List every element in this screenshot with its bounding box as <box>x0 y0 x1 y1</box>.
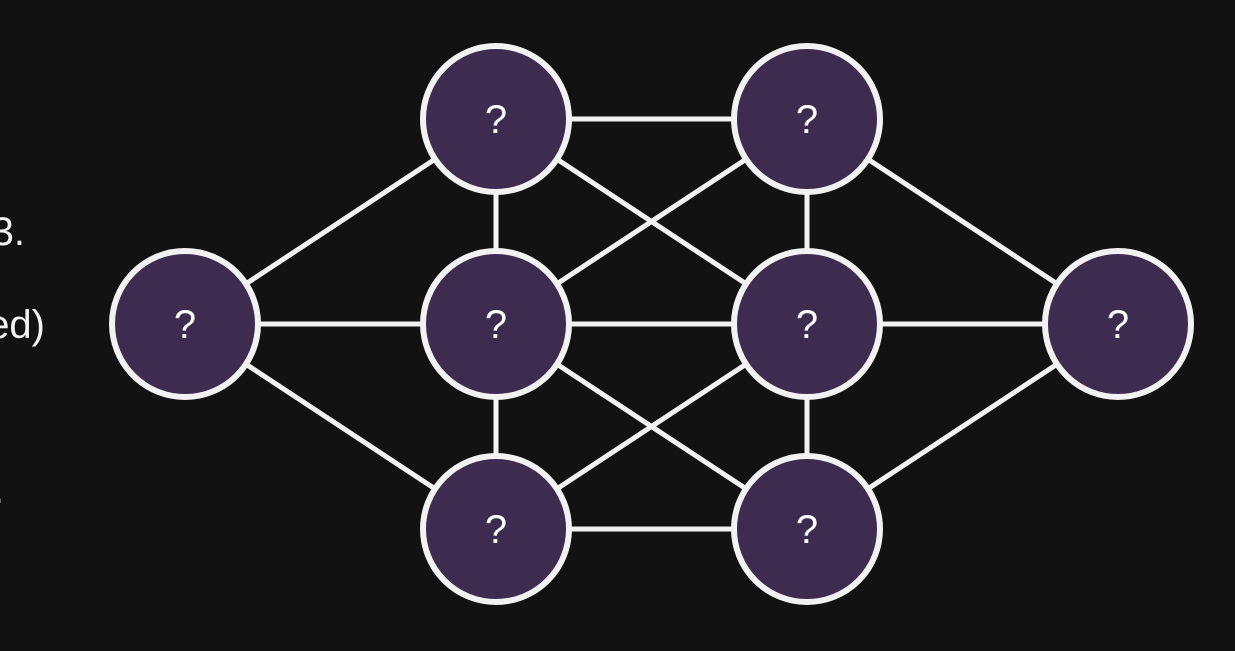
node-circle <box>731 43 883 195</box>
node-n7: ? <box>1042 248 1194 400</box>
node-circle <box>420 248 572 400</box>
node-circle <box>731 453 883 605</box>
node-label: ? <box>796 303 818 347</box>
node-circle <box>109 248 261 400</box>
node-label: ? <box>485 98 507 142</box>
node-n3: ? <box>420 453 572 605</box>
node-n4: ? <box>731 43 883 195</box>
node-label: ? <box>1107 303 1129 347</box>
node-n6: ? <box>731 453 883 605</box>
node-n5: ? <box>731 248 883 400</box>
node-label: ? <box>796 508 818 552</box>
edges-layer <box>183 116 1120 532</box>
cropped-text-1: 3. <box>0 210 25 254</box>
node-circle <box>420 43 572 195</box>
node-label: ? <box>174 303 196 347</box>
node-circle <box>1042 248 1194 400</box>
node-n0: ? <box>109 248 261 400</box>
node-n1: ? <box>420 43 572 195</box>
node-label: ? <box>485 508 507 552</box>
node-label: ? <box>485 303 507 347</box>
nodes-layer: ???????? <box>109 43 1194 605</box>
node-circle <box>731 248 883 400</box>
node-n2: ? <box>420 248 572 400</box>
node-circle <box>420 453 572 605</box>
cropped-text-2: ed) <box>0 303 45 347</box>
cropped-text-3: . <box>0 470 4 510</box>
node-label: ? <box>796 98 818 142</box>
